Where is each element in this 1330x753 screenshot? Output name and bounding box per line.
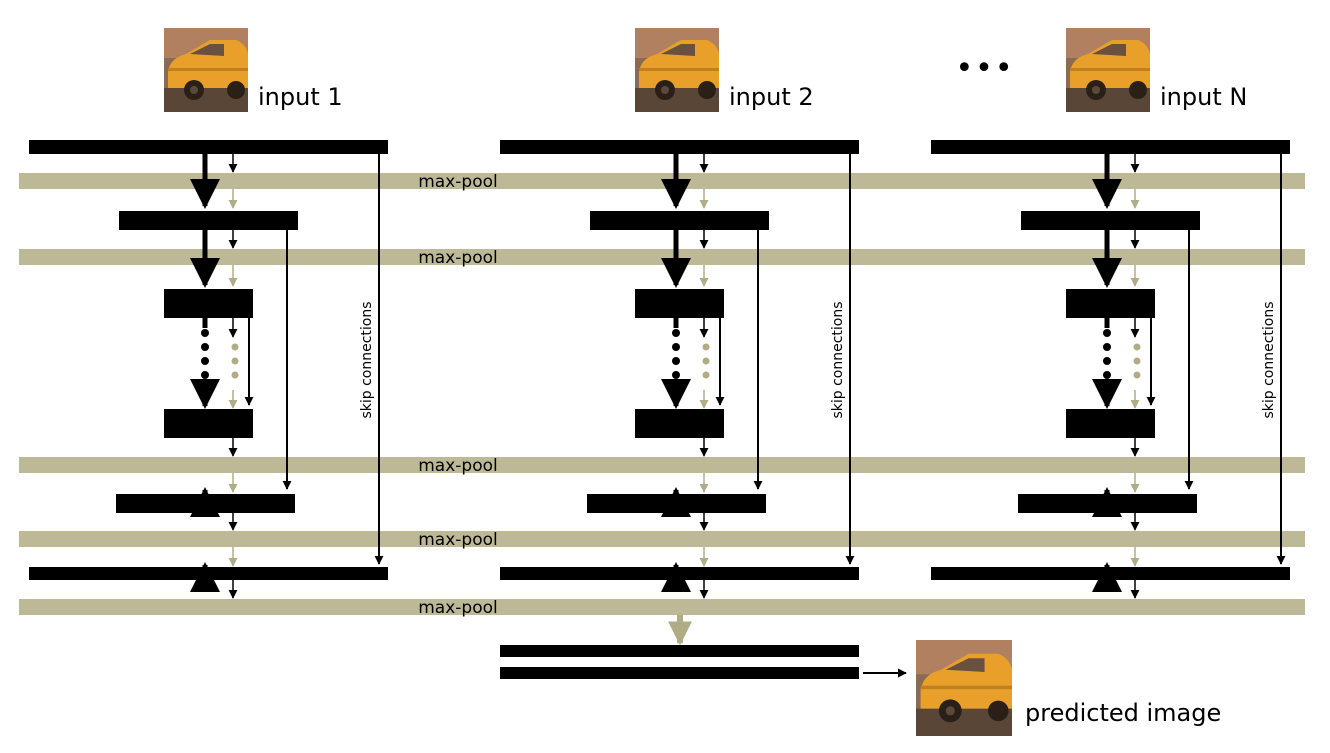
ellipsis-dot — [201, 329, 209, 337]
ellipsis-dot-pool — [1133, 343, 1141, 351]
max-pool-label: max-pool — [418, 172, 498, 192]
layer-bar-3 — [164, 289, 253, 318]
predicted-image-label: predicted image — [1025, 699, 1221, 727]
layer-bar-1 — [500, 140, 859, 154]
skip-connections-label: skip connections — [1261, 301, 1277, 418]
ellipsis-dot-pool — [231, 371, 239, 379]
input-label: input N — [1160, 83, 1247, 111]
layer-bar-6 — [500, 567, 859, 580]
layer-bar-6 — [29, 567, 388, 580]
skip-connections-label: skip connections — [830, 301, 846, 418]
input-image — [1066, 28, 1150, 112]
layer-bar-3 — [1066, 289, 1155, 318]
ellipsis-dot — [672, 371, 680, 379]
skip-connections-label: skip connections — [359, 301, 375, 418]
max-pool-band — [19, 173, 1305, 189]
ellipsis-dot — [1103, 343, 1111, 351]
max-pool-label: max-pool — [418, 456, 498, 476]
output-bar-2 — [500, 667, 859, 679]
layer-bar-1 — [931, 140, 1290, 154]
max-pool-band — [19, 599, 1305, 615]
ellipsis-dot — [672, 343, 680, 351]
input-label: input 1 — [258, 83, 343, 111]
layer-bar-2 — [590, 211, 769, 230]
columns-ellipsis: ••• — [955, 51, 1014, 86]
encoder-column-1: input 1 skip connections — [29, 28, 388, 599]
ellipsis-dot-pool — [231, 357, 239, 365]
layer-bar-5 — [587, 494, 766, 513]
max-pool-label: max-pool — [418, 248, 498, 268]
ellipsis-dot — [672, 329, 680, 337]
layer-bar-1 — [29, 140, 388, 154]
ellipsis-dot-pool — [1133, 371, 1141, 379]
max-pool-band — [19, 457, 1305, 473]
ellipsis-dot — [672, 357, 680, 365]
layer-bar-4 — [1066, 409, 1155, 438]
layer-bar-6 — [931, 567, 1290, 580]
ellipsis-dot-pool — [702, 371, 710, 379]
ellipsis-dot-pool — [1133, 357, 1141, 365]
input-image — [164, 28, 248, 112]
max-pool-label: max-pool — [418, 598, 498, 618]
layer-bar-4 — [164, 409, 253, 438]
layer-bar-4 — [635, 409, 724, 438]
encoder-column-3: input N skip connections — [931, 28, 1290, 599]
ellipsis-dot — [1103, 357, 1111, 365]
ellipsis-dot-pool — [231, 343, 239, 351]
layer-bar-2 — [1021, 211, 1200, 230]
ellipsis-dot — [1103, 329, 1111, 337]
ellipsis-dot — [201, 371, 209, 379]
max-pool-label: max-pool — [418, 530, 498, 550]
max-pool-band — [19, 531, 1305, 547]
layer-bar-5 — [1018, 494, 1197, 513]
layer-bar-3 — [635, 289, 724, 318]
encoder-column-2: input 2 skip connections — [500, 28, 859, 599]
output-bar-1 — [500, 645, 859, 657]
input-image — [635, 28, 719, 112]
ellipsis-dot — [1103, 371, 1111, 379]
predicted-image — [916, 640, 1012, 736]
ellipsis-dot — [201, 357, 209, 365]
ellipsis-dot — [201, 343, 209, 351]
ellipsis-dot-pool — [702, 343, 710, 351]
layer-bar-2 — [119, 211, 298, 230]
max-pool-band — [19, 249, 1305, 265]
layer-bar-5 — [116, 494, 295, 513]
input-label: input 2 — [729, 83, 814, 111]
ellipsis-dot-pool — [702, 357, 710, 365]
